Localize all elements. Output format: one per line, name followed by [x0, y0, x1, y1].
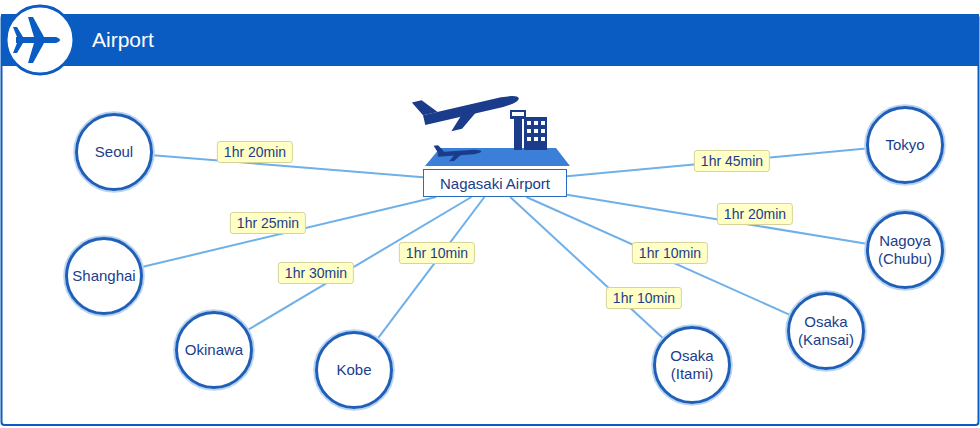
header-icon-circle [6, 6, 74, 74]
route-line [567, 149, 866, 177]
route-line [142, 197, 436, 267]
airport-name: Nagasaki Airport [440, 175, 550, 192]
control-tower [514, 118, 522, 150]
circle-border [655, 328, 730, 403]
city-name: Osaka (Kansai) [793, 313, 859, 349]
terminal-block [524, 117, 547, 150]
window [534, 121, 538, 125]
city-name: Okinawa [185, 341, 243, 359]
tower-window [512, 112, 524, 116]
icon-tail [13, 43, 23, 53]
icon-tail [13, 27, 23, 37]
city-name: Osaka (Itami) [659, 347, 725, 383]
city-circle: Osaka (Itami) [651, 324, 733, 406]
icon-fuselage [16, 37, 60, 43]
flight-time-label: 1hr 45min [694, 150, 770, 172]
header-band [1, 14, 979, 66]
city-name: Shanghai [72, 267, 135, 285]
window [541, 137, 545, 141]
node-body: Osaka (Itami) [651, 324, 733, 406]
window [541, 129, 545, 133]
circle-border [67, 239, 142, 314]
flight-time-label: 1hr 20min [717, 203, 793, 225]
circle-halo [314, 330, 394, 410]
circle-halo [74, 112, 154, 192]
plane-wing [448, 110, 482, 132]
window [527, 129, 531, 133]
node-body: Seoul [73, 111, 155, 193]
circle-border [789, 294, 864, 369]
departing-plane [412, 79, 523, 139]
city-name: Seoul [95, 143, 133, 161]
flight-time-label: 1hr 10min [632, 242, 708, 264]
header-plane-icon [13, 17, 60, 63]
flight-time-label: 1hr 20min [217, 141, 293, 163]
airport-platform [425, 148, 570, 166]
node-body: Osaka (Kansai) [785, 290, 867, 372]
city-circle: Tokyo [864, 104, 946, 186]
circle-halo [174, 310, 254, 390]
node-body: Kobe [313, 329, 395, 411]
node-body: Nagoya (Chubu) [864, 209, 946, 291]
circle-halo [64, 236, 144, 316]
plane-wing [449, 154, 463, 162]
node-body: Okinawa [173, 309, 255, 391]
circle-border [868, 213, 943, 288]
icon-wing [28, 17, 44, 37]
window [534, 129, 538, 133]
circle-halo [865, 210, 945, 290]
city-circle: Kobe [313, 329, 395, 411]
circle-border [77, 115, 152, 190]
icon-wing [28, 43, 44, 63]
circle-halo [786, 291, 866, 371]
city-circle: Seoul [73, 111, 155, 193]
city-name: Nagoya (Chubu) [872, 232, 938, 268]
circle-border [177, 313, 252, 388]
city-circle: Nagoya (Chubu) [864, 209, 946, 291]
flight-time-label: 1hr 10min [399, 242, 475, 264]
circle-border [317, 333, 392, 408]
flight-time-label: 1hr 25min [230, 212, 306, 234]
node-body: Shanghai [63, 235, 145, 317]
city-circle: Osaka (Kansai) [785, 290, 867, 372]
plane-tail [434, 145, 445, 152]
plane-fuselage [423, 93, 520, 125]
flight-time-label: 1hr 30min [278, 262, 354, 284]
flight-time-label: 1hr 10min [606, 287, 682, 309]
route-line [510, 197, 663, 339]
tower-cab [510, 110, 526, 119]
window [527, 137, 531, 141]
route-line [377, 197, 484, 339]
terminal-building [510, 110, 547, 150]
node-body: Nagasaki Airport [424, 170, 566, 196]
outer-frame [2, 15, 979, 425]
window [541, 121, 545, 125]
circle-border [868, 108, 943, 183]
window [534, 137, 538, 141]
plane-tail [412, 97, 438, 117]
city-name: Kobe [336, 361, 371, 379]
circle-halo [652, 325, 732, 405]
airport-box: Nagasaki Airport [423, 169, 567, 197]
city-name: Tokyo [885, 136, 924, 154]
parked-plane [434, 142, 482, 162]
window [527, 121, 531, 125]
diagram-title: Airport [92, 28, 154, 52]
circle-halo [865, 105, 945, 185]
city-circle: Okinawa [173, 309, 255, 391]
node-body: Tokyo [864, 104, 946, 186]
city-circle: Shanghai [63, 235, 145, 317]
